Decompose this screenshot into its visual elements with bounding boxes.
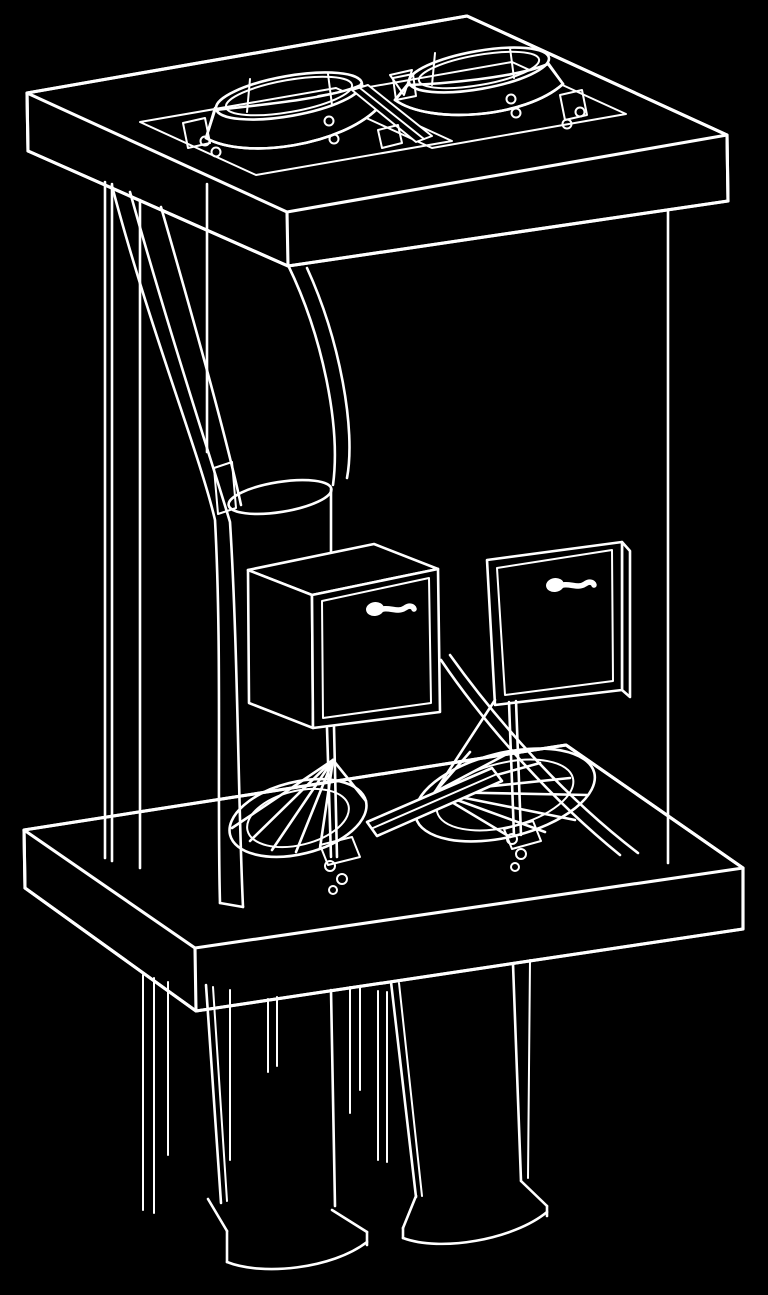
right-coiler-sweeps (439, 653, 640, 857)
left-access-panel-seg (321, 577, 432, 719)
left-inlet-collar-seg (204, 104, 382, 150)
left-inlet-collar (204, 71, 382, 150)
left-guide-band-seg (159, 205, 243, 507)
coiler-mounting-feet-seg (336, 873, 348, 885)
left-panel-logo (366, 601, 417, 617)
collar-mounting-brackets-seg (210, 146, 222, 158)
base-plate-seg (22, 828, 745, 1013)
right-delivery-tube-seg (389, 980, 418, 1199)
collar-mounting-brackets-seg (377, 124, 403, 149)
coiler-mounting-feet-seg (506, 833, 518, 845)
right-delivery-tube-seg (519, 1179, 549, 1208)
collar-mounting-brackets-seg (559, 89, 588, 121)
collar-mounting-brackets-seg (323, 115, 335, 127)
top-plate-recesses-seg (317, 61, 627, 149)
right-delivery-tube-seg (401, 1194, 418, 1230)
right-delivery-tube-seg (401, 1210, 549, 1246)
left-coiler-cone-seg (270, 758, 335, 852)
left-delivery-tube-seg (330, 1208, 369, 1234)
left-access-panel-seg (246, 568, 315, 730)
right-delivery-tube (389, 959, 549, 1246)
collar-mounting-brackets-seg (328, 133, 340, 145)
base-plate-seg (23, 886, 745, 1013)
coiler-mounting-feet-seg (324, 860, 336, 872)
left-coiler-cone-seg (246, 787, 350, 849)
collar-mounting-brackets-seg (561, 118, 573, 130)
collar-mounting-brackets-seg (510, 107, 522, 119)
collar-mounting-brackets (182, 69, 588, 158)
right-coiler-sweeps-seg (448, 653, 640, 855)
right-access-panel-seg (496, 549, 614, 696)
right-coiler-cone-seg (433, 753, 507, 794)
left-access-panel (246, 542, 442, 730)
collar-mounting-brackets-seg (574, 106, 586, 118)
left-coiler-cone-seg (230, 758, 335, 830)
left-delivery-tube-seg (206, 1197, 229, 1233)
right-delivery-tube-seg (398, 982, 423, 1197)
center-feed-chute-seg (286, 263, 337, 487)
collar-mounting-brackets-seg (392, 73, 417, 101)
panel-support-posts-seg (507, 700, 516, 838)
coiler-mounting-feet-seg (510, 862, 520, 872)
coiler-mounting-feet-seg (319, 836, 361, 866)
left-delivery-tube-seg (329, 988, 337, 1208)
left-delivery-tube-seg (212, 986, 228, 1202)
right-delivery-tube-seg (511, 962, 523, 1183)
left-inlet-collar-seg (246, 73, 333, 113)
right-inlet-collar-seg (417, 50, 541, 90)
coiler-mounting-feet-seg (372, 773, 498, 829)
left-inlet-collar-seg (224, 75, 354, 117)
right-inlet-collar-seg (393, 82, 565, 117)
top-plate-seg (25, 91, 730, 268)
center-feed-chute (286, 263, 351, 487)
left-panel-logo-seg (374, 603, 417, 615)
right-delivery-tube-seg (527, 959, 531, 1179)
collar-mounting-brackets-seg (199, 135, 211, 147)
left-column (103, 180, 142, 870)
center-feed-chute-seg (305, 266, 351, 480)
support-rods (142, 974, 388, 1214)
collar-mounting-brackets-seg (389, 69, 413, 96)
coiler-mounting-feet-seg (515, 848, 527, 860)
base-plate (22, 743, 745, 1013)
right-coiler-sweeps-seg (439, 658, 622, 857)
left-coiler-cone-seg (294, 758, 335, 854)
right-panel-logo-seg (554, 579, 597, 591)
collar-mounting-brackets-seg (505, 93, 517, 105)
right-access-panel (485, 540, 632, 707)
right-inlet-collar-seg (431, 47, 515, 86)
left-guide-band-seg (218, 901, 245, 909)
right-coiler-cone-seg (433, 698, 497, 794)
left-coiler-cone-seg (331, 758, 368, 803)
left-guide-band (110, 184, 245, 909)
coiler-mounting-feet (319, 766, 542, 895)
collar-mounting-brackets-seg (359, 87, 425, 140)
coiler-mounting-feet-seg (328, 885, 338, 895)
left-guide-band-seg (213, 461, 237, 515)
left-guide-band-seg (110, 184, 222, 905)
left-delivery-tube-seg (204, 983, 223, 1205)
left-coiler-cone-seg (318, 758, 335, 850)
left-delivery-tube (204, 983, 369, 1271)
left-guide-band-seg (128, 190, 245, 909)
left-coiler-cone-seg (248, 758, 335, 843)
left-coiler-cone (228, 758, 368, 859)
right-panel-logo (546, 577, 597, 593)
left-delivery-tube-seg (225, 1240, 369, 1271)
